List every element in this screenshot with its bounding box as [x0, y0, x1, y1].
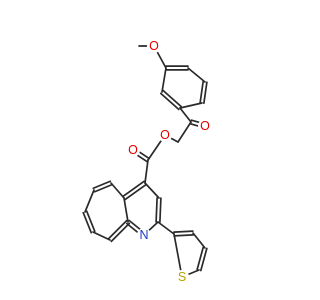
molecule-structure: O O O O N S	[82, 39, 212, 284]
single-bond	[161, 67, 167, 93]
atom-label-background	[198, 119, 212, 133]
atom-label-background	[158, 128, 172, 142]
double-bond	[85, 210, 96, 233]
single-bond	[84, 189, 95, 213]
double-bond	[162, 89, 183, 108]
single-bond	[92, 231, 111, 241]
bond-layer	[82, 45, 208, 278]
single-bond	[177, 121, 192, 143]
atom-label-background	[175, 270, 189, 284]
single-bond	[123, 197, 129, 223]
single-bond	[157, 221, 175, 235]
single-bond	[110, 182, 125, 199]
double-bond	[159, 92, 180, 111]
double-bond	[173, 234, 194, 237]
atom-label-o-carbonyl: O	[128, 143, 138, 157]
molecule-canvas: O O O O N S	[82, 39, 212, 284]
atom-label-background	[126, 143, 140, 157]
double-bond	[107, 219, 128, 240]
atom-label-background	[137, 228, 151, 242]
double-bond	[122, 180, 145, 198]
double-bond	[196, 246, 205, 271]
double-bond	[82, 211, 93, 234]
double-bond	[199, 80, 204, 104]
atom-label-o-ester: O	[160, 128, 170, 142]
atom-label-o-methoxy: O	[149, 39, 159, 53]
single-bond	[144, 159, 149, 184]
atom-label-n-quinoline: N	[139, 228, 148, 242]
double-bond	[173, 230, 194, 233]
double-bond	[155, 197, 158, 223]
double-bond	[110, 222, 131, 243]
double-bond	[124, 183, 147, 201]
atom-label-background	[147, 39, 161, 53]
atom-label-layer: O O O O N S	[126, 39, 212, 284]
single-bond	[187, 67, 206, 83]
atom-label-s-thiophene: S	[178, 270, 186, 284]
atom-label-o-ketone: O	[200, 119, 210, 133]
single-bond	[192, 232, 206, 249]
double-bond	[203, 81, 208, 105]
double-bond	[159, 197, 162, 223]
single-bond	[179, 102, 203, 109]
single-bond	[173, 233, 183, 278]
double-bond	[93, 183, 113, 193]
single-bond	[179, 107, 192, 123]
single-bond	[144, 182, 160, 199]
double-bond	[92, 180, 112, 190]
double-bond	[199, 247, 208, 272]
